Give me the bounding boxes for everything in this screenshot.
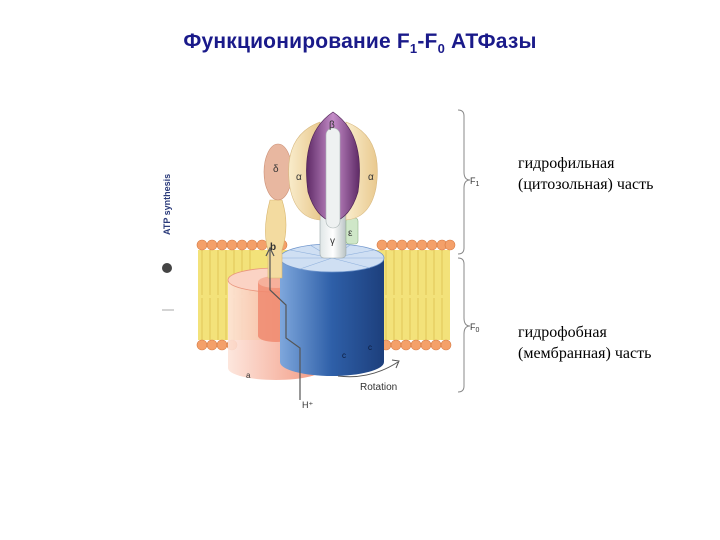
beta-label: β — [329, 120, 335, 131]
f1-label: F1 — [470, 176, 480, 188]
c-label-2: c — [368, 343, 372, 352]
c-label: c — [342, 351, 346, 360]
f1-head — [288, 111, 378, 229]
f1-brace — [457, 109, 471, 255]
delta-label: δ — [273, 164, 279, 175]
proton-path — [265, 246, 301, 400]
epsilon-label: ε — [348, 228, 353, 239]
alpha-label-left: α — [296, 172, 302, 183]
a-label: a — [246, 371, 251, 380]
svg-text:ATP synthesis: ATP synthesis — [162, 174, 172, 235]
logo-mark-icon — [162, 263, 172, 273]
b-label: b — [270, 242, 276, 253]
f0-brace — [457, 257, 471, 393]
caption-hydrophilic: гидрофильная (цитозольная) часть — [518, 155, 654, 193]
atp-synthase-diagram: ATP synthesis β α α δ γ ε b a c c H⁺ Rot… — [150, 100, 520, 420]
f0-label: F0 — [470, 322, 480, 334]
gamma-label: γ — [330, 236, 335, 247]
rotation-label: Rotation — [360, 382, 397, 393]
rotation-arrow-icon — [337, 359, 400, 378]
atp-synthesis-logo: ATP synthesis — [162, 174, 174, 311]
alpha-label-right: α — [368, 172, 374, 183]
c-ring — [279, 243, 385, 376]
caption-hydrophobic: гидрофобная (мембранная) часть — [518, 324, 652, 362]
page-title: Функционирование F1-F0 АТФазы — [183, 30, 537, 57]
proton-label: H⁺ — [302, 400, 313, 410]
b-subunit — [265, 199, 287, 279]
atp-synthase-svg: ATP synthesis β α α δ γ ε b a c c H⁺ Rot… — [162, 109, 480, 410]
